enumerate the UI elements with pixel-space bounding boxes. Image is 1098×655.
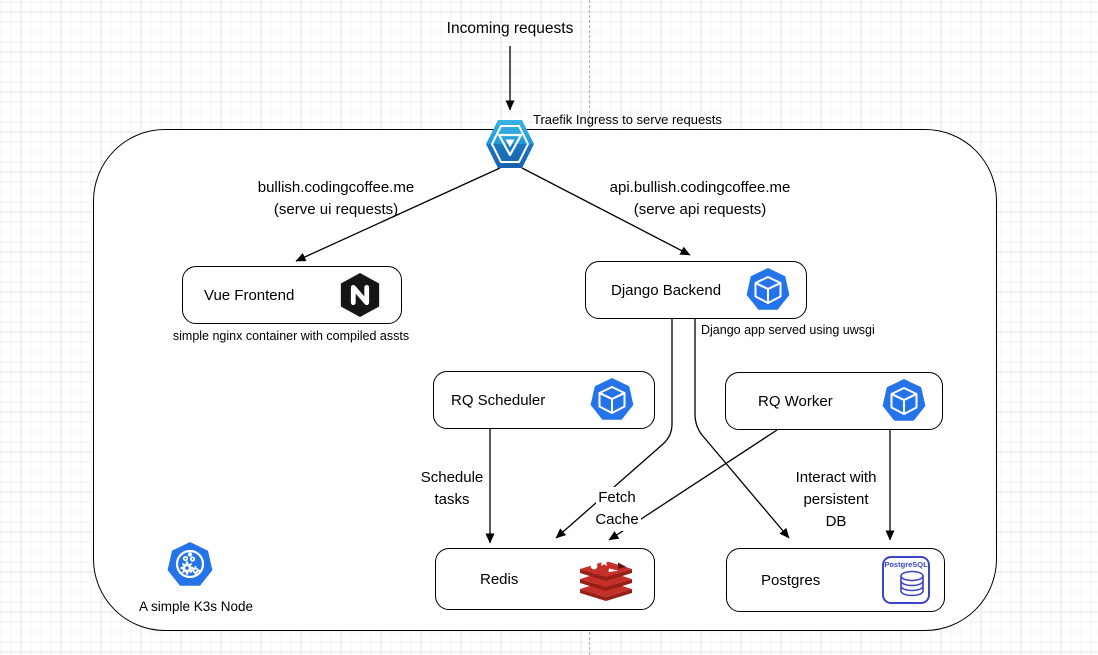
traefik-ingress-label: Traefik Ingress to serve requests <box>533 112 722 127</box>
schedule-tasks-label: Schedule tasks <box>402 467 502 511</box>
postgresql-icon[interactable]: PostgreSQL <box>882 556 930 604</box>
k8s-pod-icon[interactable] <box>590 378 634 422</box>
ui-domain-line1: bullish.codingcoffee.me <box>257 179 415 196</box>
node-django-backend-label: Django Backend <box>611 281 722 299</box>
node-rq-worker-label: RQ Worker <box>758 392 833 410</box>
node-redis-label: Redis <box>480 570 519 588</box>
api-domain-line2: (serve api requests) <box>633 201 767 218</box>
api-domain-line1: api.bullish.codingcoffee.me <box>609 179 791 196</box>
traefik-ingress-icon[interactable] <box>484 118 536 170</box>
interact-db-line2: persistent <box>801 489 871 511</box>
edge-django-to-redis <box>555 319 673 539</box>
edge-django-to-postgres <box>694 319 790 539</box>
node-vue-frontend-label: Vue Frontend <box>204 286 295 304</box>
nginx-icon[interactable] <box>339 272 381 318</box>
schedule-tasks-line1: Schedule <box>418 467 486 489</box>
node-vue-frontend[interactable]: Vue Frontend <box>182 266 402 324</box>
redis-icon[interactable] <box>580 555 632 603</box>
database-cylinder-icon <box>900 570 924 597</box>
node-django-backend[interactable]: Django Backend <box>585 261 807 319</box>
k3s-node-label: A simple K3s Node <box>138 599 254 614</box>
node-postgres-label: Postgres <box>761 571 821 589</box>
django-backend-note: Django app served using uwsgi <box>701 323 875 337</box>
api-domain-label: api.bullish.codingcoffee.me (serve api r… <box>570 177 830 221</box>
k8s-pod-icon[interactable] <box>746 268 790 312</box>
interact-db-line3: DB <box>823 511 849 533</box>
node-postgres[interactable]: Postgres PostgreSQL <box>726 548 945 612</box>
interact-db-line1: Interact with <box>793 467 879 489</box>
incoming-requests-label: Incoming requests <box>446 20 574 37</box>
node-rq-scheduler[interactable]: RQ Scheduler <box>433 371 655 429</box>
ui-domain-line2: (serve ui requests) <box>273 201 399 218</box>
edge-traefik-to-vue <box>295 167 501 262</box>
postgresql-icon-text: PostgreSQL <box>884 560 928 569</box>
fetch-cache-line2: Cache <box>593 509 641 531</box>
node-rq-scheduler-label: RQ Scheduler <box>451 391 546 409</box>
schedule-tasks-line2: tasks <box>432 489 472 511</box>
vue-frontend-note: simple nginx container with compiled ass… <box>172 329 410 343</box>
edge-traefik-to-django <box>521 167 691 256</box>
node-redis[interactable]: Redis <box>435 548 655 610</box>
node-rq-worker[interactable]: RQ Worker <box>725 372 943 430</box>
fetch-cache-line1: Fetch <box>596 487 638 509</box>
fetch-cache-label: Fetch Cache <box>577 487 657 531</box>
k3s-node-icon[interactable] <box>167 542 213 588</box>
ui-domain-label: bullish.codingcoffee.me (serve ui reques… <box>216 177 456 221</box>
k8s-pod-icon[interactable] <box>882 379 926 423</box>
interact-db-label: Interact with persistent DB <box>776 467 896 533</box>
